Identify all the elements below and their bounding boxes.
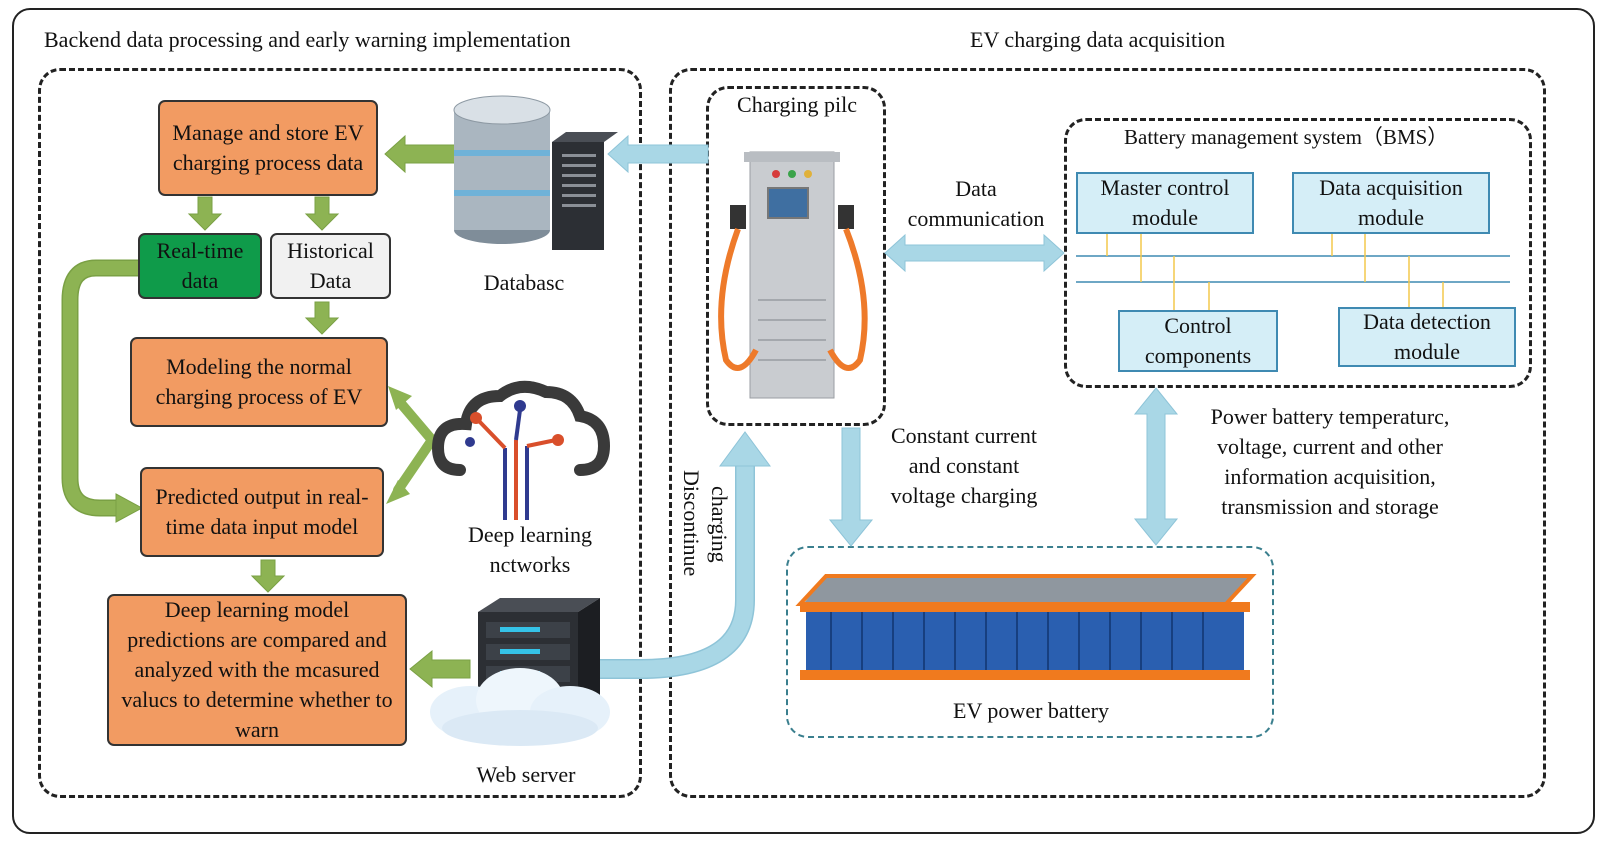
- realtime-loop-arrowhead: [115, 493, 144, 523]
- server-to-pile-arrowhead: [719, 431, 771, 467]
- realtime-loop-border: [61, 259, 138, 517]
- dl-chevrons: [393, 395, 437, 495]
- bms-link-lines: [1106, 234, 1444, 310]
- historical-to-modeling-arrow: [304, 301, 340, 335]
- manage-to-realtime-arrow: [187, 196, 223, 231]
- realtime-loop-path: [63, 261, 138, 515]
- outer-frame: [12, 8, 1595, 834]
- ev-battery-label: EV power battery: [953, 698, 1109, 723]
- web-server-label: Web server: [476, 762, 576, 787]
- pile-to-battery-arrow: [828, 427, 874, 547]
- database-to-manage-arrow: [384, 134, 456, 174]
- acquisition-section-title: EV charging data acquisition: [970, 27, 1226, 52]
- backend-frame: [38, 68, 642, 798]
- server-to-pile-path: [578, 466, 754, 678]
- bms-bus-lines: [1076, 255, 1510, 283]
- charging-pile-icon: [718, 151, 868, 399]
- battery-frame: [786, 546, 1274, 738]
- data-detection-box: Data detection module: [1338, 307, 1516, 367]
- deep-learning-cloud-icon: [431, 380, 611, 520]
- database-label: Databasc: [483, 270, 565, 295]
- bms-title: Battery management system（BMS）: [1124, 125, 1449, 149]
- web-server-icon: [430, 598, 610, 746]
- blue-arrows: [607, 134, 1179, 547]
- compare-warn-box: Deep learning model predictions are comp…: [107, 594, 407, 746]
- server-to-compare-arrow: [409, 649, 471, 689]
- cc-cv-label: Constant current and constant voltage ch…: [890, 423, 1038, 508]
- data-communication-label: Data communication: [907, 176, 1045, 231]
- data-acquisition-box: Data acquisition module: [1292, 172, 1490, 234]
- bms-frame: [1064, 118, 1532, 388]
- control-components-box: Control components: [1118, 310, 1278, 372]
- charging-pile-frame: [706, 86, 886, 426]
- discontinue-label: Discontinue: [679, 470, 704, 577]
- acquisition-frame: [669, 68, 1546, 798]
- charging-pile-label: Charging pilc: [737, 92, 857, 117]
- modeling-box: Modeling the normal charging process of …: [130, 337, 388, 427]
- pile-to-database-arrow: [607, 134, 709, 174]
- deep-learning-label: Deep learning nctworks: [468, 522, 592, 577]
- power-battery-info-label: Power battery temperaturc, voltage, curr…: [1210, 404, 1450, 519]
- data-communication-arrow: [884, 233, 1065, 273]
- dl-to-modeling-line: [393, 395, 437, 445]
- dl-to-predicted-line: [393, 435, 437, 495]
- charging-label: charging: [707, 486, 732, 563]
- realtime-data-box: Real-time data: [138, 233, 262, 299]
- predicted-to-compare-arrow: [250, 559, 286, 593]
- bms-battery-arrow: [1133, 387, 1179, 546]
- backend-section-title: Backend data processing and early warnin…: [44, 27, 571, 52]
- battery-pack-icon: [795, 574, 1257, 680]
- green-arrows: [187, 134, 471, 689]
- database-icon: [453, 95, 618, 250]
- dl-to-modeling-head: [388, 386, 412, 410]
- predicted-output-box: Predicted output in real-time data input…: [140, 467, 384, 557]
- manage-to-historical-arrow: [304, 196, 340, 231]
- master-control-box: Master control module: [1076, 172, 1254, 234]
- dl-to-predicted-head: [386, 480, 410, 504]
- historical-data-box: Historical Data: [270, 233, 391, 299]
- manage-store-box: Manage and store EV charging process dat…: [158, 100, 378, 196]
